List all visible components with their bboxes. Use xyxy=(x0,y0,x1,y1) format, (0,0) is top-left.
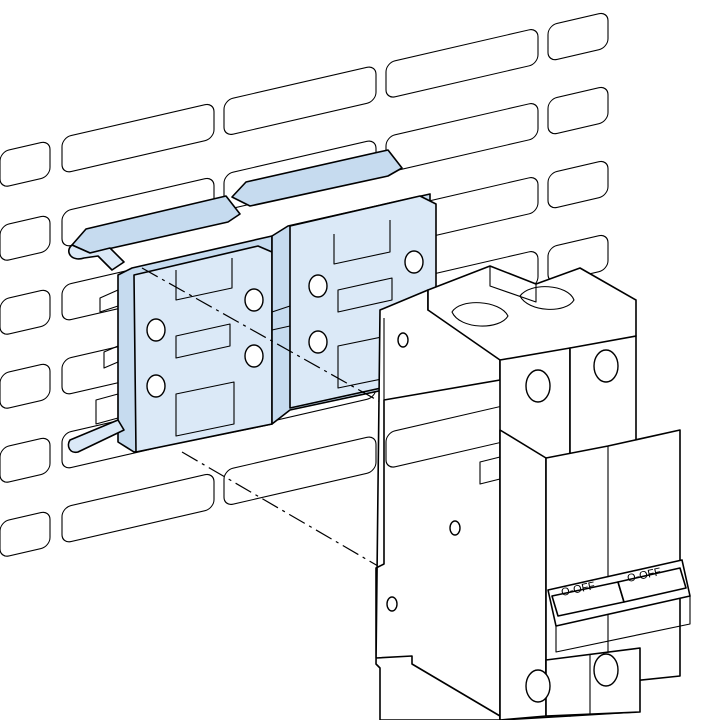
plate-slot xyxy=(385,29,539,98)
clip-right-window xyxy=(337,277,393,313)
clip-hole xyxy=(146,374,166,398)
plate-slot xyxy=(61,473,215,543)
handle-toggle-right[interactable] xyxy=(617,567,687,603)
clip-left-window xyxy=(175,381,235,437)
plate-slot xyxy=(547,86,609,135)
alignment-guides xyxy=(141,267,385,567)
plate-slot xyxy=(0,215,51,261)
terminal-screw-hole xyxy=(525,369,551,403)
breaker-screw-recess xyxy=(519,286,575,310)
breaker-screw-recess xyxy=(451,302,509,327)
plate-slot xyxy=(547,12,609,61)
plate-slot xyxy=(0,437,51,483)
plate-slot xyxy=(0,141,51,187)
rail-top-strip-right xyxy=(231,149,403,207)
plate-slot xyxy=(547,160,609,209)
rail-top-strip-left xyxy=(71,195,241,254)
clip-hole xyxy=(308,330,328,354)
clip-hole xyxy=(308,274,328,298)
clip-hole xyxy=(244,344,264,368)
clip-foot xyxy=(67,419,125,454)
clip-left-window xyxy=(175,258,233,301)
plate-slot xyxy=(385,103,539,172)
breaker-top-ridge xyxy=(489,266,537,303)
plate-slot xyxy=(223,66,377,136)
breaker-side-hole xyxy=(397,332,409,348)
breaker-front-lower xyxy=(545,429,681,691)
breaker-side-hole xyxy=(386,596,398,612)
plate-slot xyxy=(0,289,51,335)
plate-slot xyxy=(0,511,51,557)
breaker-side-panel xyxy=(375,289,501,721)
alignment-line-lower xyxy=(181,451,379,567)
plate-slot xyxy=(61,103,215,173)
clip-left-tab xyxy=(103,345,119,369)
plate-slot xyxy=(0,363,51,409)
terminal-screw-hole xyxy=(593,349,619,383)
breaker-side-hole xyxy=(449,520,461,536)
clip-left-tab xyxy=(99,289,119,313)
rail-hook xyxy=(68,244,125,271)
alignment-line-upper xyxy=(141,267,385,405)
handle-base xyxy=(555,596,691,653)
terminal-screw-hole xyxy=(593,653,619,687)
clip-right-window xyxy=(333,220,391,265)
circuit-breaker: O-OFF O-OFF xyxy=(375,265,691,721)
breaker-bottom-block xyxy=(545,647,641,717)
clip-hole xyxy=(404,250,424,274)
clip-hole xyxy=(244,288,264,312)
plate-slot xyxy=(223,436,377,506)
clip-left-tab xyxy=(95,393,119,425)
clip-hole xyxy=(146,318,166,342)
terminal-screw-hole xyxy=(525,669,551,703)
clip-left-window xyxy=(175,323,231,359)
